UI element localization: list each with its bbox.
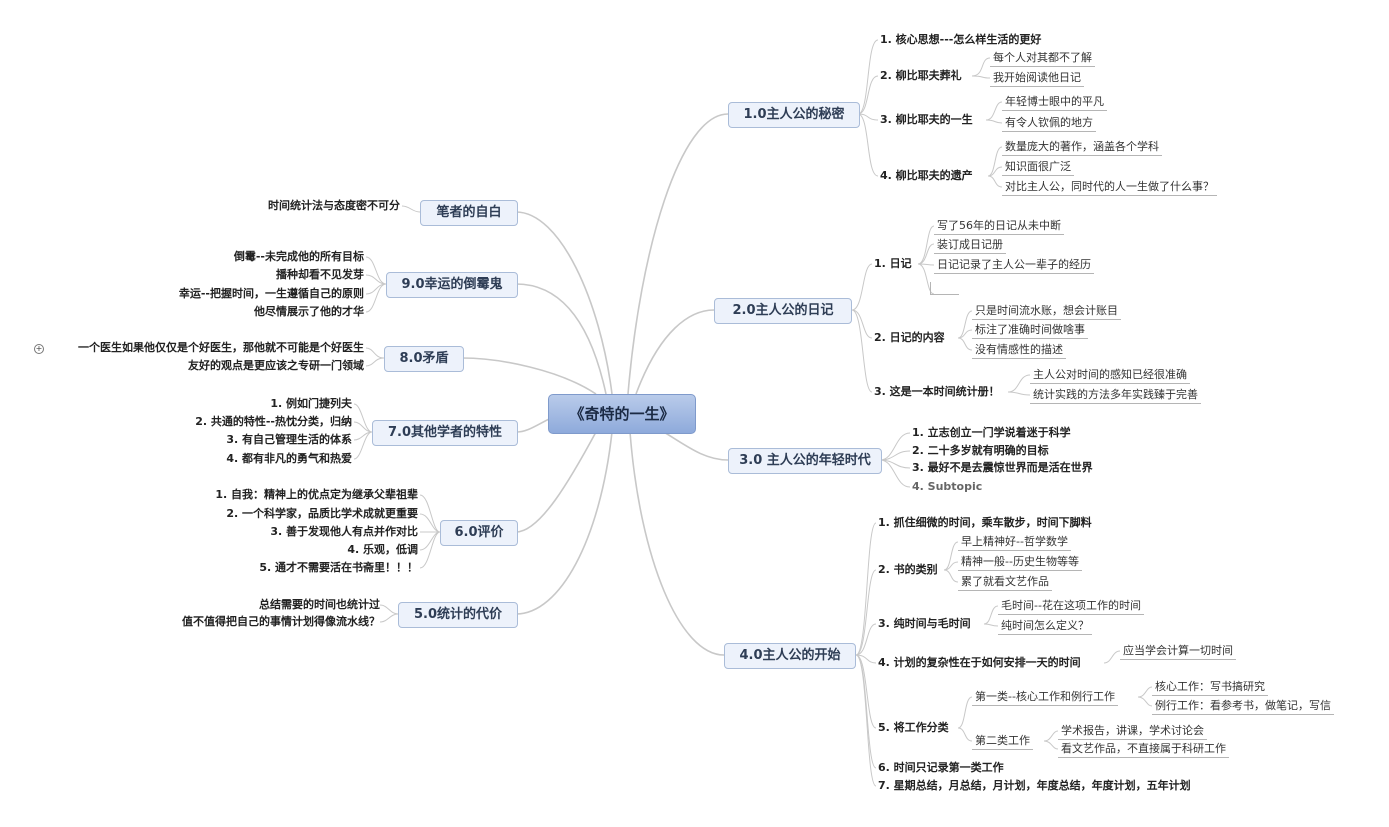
branch-6-evaluation[interactable]: 6.0评价: [440, 520, 518, 546]
topic-2-1-c[interactable]: 日记记录了主人公一辈子的经历: [934, 257, 1094, 274]
topic-4-5[interactable]: 5. 将工作分类: [878, 721, 949, 734]
expand-plus-icon[interactable]: +: [34, 344, 44, 354]
topic-7-4[interactable]: 4. 都有非凡的勇气和热爱: [226, 452, 352, 465]
topic-9-3[interactable]: 幸运--把握时间，一生遵循自己的原则: [178, 287, 364, 300]
topic-4-4-a[interactable]: 应当学会计算一切时间: [1120, 643, 1236, 660]
topic-8-1[interactable]: 一个医生如果他仅仅是个好医生，那他就不可能是个好医生: [78, 341, 364, 354]
branch-1-secret[interactable]: 1.0主人公的秘密: [728, 102, 860, 128]
topic-2-2[interactable]: 2. 日记的内容: [874, 331, 945, 344]
topic-2-3-a[interactable]: 主人公对时间的感知已经很准确: [1030, 367, 1190, 384]
topic-4-5-a-2[interactable]: 例行工作：看参考书，做笔记，写信: [1152, 698, 1334, 715]
topic-7-1[interactable]: 1. 例如门捷列夫: [270, 397, 352, 410]
topic-2-3-b[interactable]: 统计实践的方法多年实践臻于完善: [1030, 387, 1201, 404]
topic-4-7[interactable]: 7. 星期总结，月总结，月计划，年度总结，年度计划，五年计划: [878, 779, 1191, 792]
topic-1-4[interactable]: 4. 柳比耶夫的遗产: [880, 169, 973, 182]
topic-4-2-c[interactable]: 累了就看文艺作品: [958, 574, 1052, 591]
topic-3-3[interactable]: 3. 最好不是去震惊世界而是活在世界: [912, 461, 1093, 474]
topic-6-3[interactable]: 3. 善于发现他人有点并作对比: [270, 525, 418, 538]
branch-3-youth[interactable]: 3.0 主人公的年轻时代: [728, 448, 882, 474]
topic-4-2[interactable]: 2. 书的类别: [878, 563, 938, 576]
topic-4-2-b[interactable]: 精神一般--历史生物等等: [958, 554, 1082, 571]
topic-4-3[interactable]: 3. 纯时间与毛时间: [878, 617, 971, 630]
branch-8-contradiction[interactable]: 8.0矛盾: [384, 346, 464, 372]
topic-2-1-empty[interactable]: [930, 282, 959, 295]
topic-3-1[interactable]: 1. 立志创立一门学说着迷于科学: [912, 426, 1071, 439]
topic-1-2-a[interactable]: 每个人对其都不了解: [990, 50, 1095, 67]
branch-4-start[interactable]: 4.0主人公的开始: [724, 643, 856, 669]
topic-1-3-b[interactable]: 有令人钦佩的地方: [1002, 115, 1096, 132]
topic-1-4-c[interactable]: 对比主人公，同时代的人一生做了什么事？: [1002, 179, 1217, 196]
branch-author-confession[interactable]: 笔者的自白: [420, 200, 518, 226]
topic-2-2-a[interactable]: 只是时间流水账，想会计账目: [972, 303, 1121, 320]
topic-2-1[interactable]: 1. 日记: [874, 257, 912, 270]
topic-2-2-b[interactable]: 标注了准确时间做啥事: [972, 322, 1088, 339]
topic-6-2[interactable]: 2. 一个科学家，品质比学术成就更重要: [226, 507, 418, 520]
topic-4-6[interactable]: 6. 时间只记录第一类工作: [878, 761, 1004, 774]
topic-4-5-a-1[interactable]: 核心工作：写书搞研究: [1152, 679, 1268, 696]
topic-4-3-a[interactable]: 毛时间--花在这项工作的时间: [998, 598, 1144, 615]
topic-1-3-a[interactable]: 年轻博士眼中的平凡: [1002, 94, 1107, 111]
branch-7-other-scholars[interactable]: 7.0其他学者的特性: [372, 420, 518, 446]
topic-2-2-c[interactable]: 没有情感性的描述: [972, 342, 1066, 359]
topic-4-3-b[interactable]: 纯时间怎么定义？: [998, 618, 1092, 635]
topic-2-1-a[interactable]: 写了56年的日记从未中断: [934, 218, 1064, 235]
topic-3-4[interactable]: 4. Subtopic: [912, 480, 983, 493]
topic-8-2[interactable]: 友好的观点是更应该之专研一门领域: [188, 359, 364, 372]
central-topic[interactable]: 《奇特的一生》: [548, 394, 696, 434]
topic-2-1-b[interactable]: 装订成日记册: [934, 237, 1006, 254]
topic-3-2[interactable]: 2. 二十多岁就有明确的目标: [912, 444, 1049, 457]
topic-6-5[interactable]: 5. 通才不需要活在书斋里！！！: [259, 561, 418, 574]
topic-7-2[interactable]: 2. 共通的特性--热忱分类，归纳: [195, 415, 352, 428]
topic-1-4-b[interactable]: 知识面很广泛: [1002, 159, 1074, 176]
topic-1-4-a[interactable]: 数量庞大的著作，涵盖各个学科: [1002, 139, 1162, 156]
topic-4-5-a[interactable]: 第一类--核心工作和例行工作: [972, 689, 1118, 706]
topic-4-5-b[interactable]: 第二类工作: [972, 733, 1033, 750]
topic-1-2[interactable]: 2. 柳比耶夫葬礼: [880, 69, 962, 82]
topic-7-3[interactable]: 3. 有自己管理生活的体系: [226, 433, 352, 446]
branch-9-lucky-unlucky[interactable]: 9.0幸运的倒霉鬼: [386, 272, 518, 298]
topic-5-2[interactable]: 值不值得把自己的事情计划得像流水线？: [182, 615, 380, 628]
topic-1-3[interactable]: 3. 柳比耶夫的一生: [880, 113, 973, 126]
topic-4-1[interactable]: 1. 抓住细微的时间，乘车散步，时间下脚料: [878, 516, 1092, 529]
topic-4-5-b-2[interactable]: 看文艺作品，不直接属于科研工作: [1058, 741, 1229, 758]
topic-4-2-a[interactable]: 早上精神好--哲学数学: [958, 534, 1071, 551]
topic-9-1[interactable]: 倒霉--未完成他的所有目标: [233, 250, 364, 263]
branch-5-cost[interactable]: 5.0统计的代价: [398, 602, 518, 628]
topic-1-1[interactable]: 1. 核心思想---怎么样生活的更好: [880, 33, 1042, 46]
topic-1-2-b[interactable]: 我开始阅读他日记: [990, 70, 1084, 87]
topic-2-3[interactable]: 3. 这是一本时间统计册！: [874, 385, 1000, 398]
topic-6-1[interactable]: 1. 自我：精神上的优点定为继承父辈祖辈: [215, 488, 418, 501]
topic-6-4[interactable]: 4. 乐观，低调: [347, 543, 418, 556]
branch-2-diary[interactable]: 2.0主人公的日记: [714, 298, 852, 324]
topic-4-4[interactable]: 4. 计划的复杂性在于如何安排一天的时间: [878, 656, 1081, 669]
topic-9-2[interactable]: 播种却看不见发芽: [276, 268, 364, 281]
topic-9-4[interactable]: 他尽情展示了他的才华: [254, 305, 364, 318]
topic-5-1[interactable]: 总结需要的时间也统计过: [259, 598, 380, 611]
topic-author-1[interactable]: 时间统计法与态度密不可分: [268, 199, 400, 212]
topic-4-5-b-1[interactable]: 学术报告，讲课，学术讨论会: [1058, 723, 1207, 740]
